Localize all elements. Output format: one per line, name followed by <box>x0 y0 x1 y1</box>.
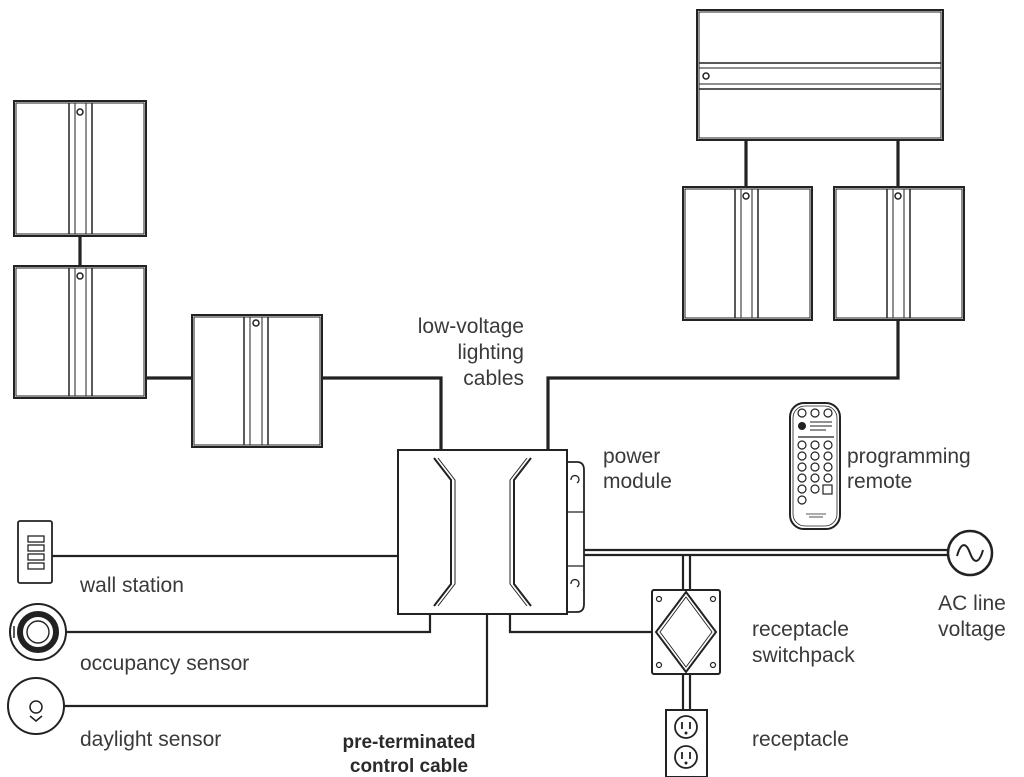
label-pre-terminated: pre-terminated <box>342 732 475 753</box>
ac-line-voltage-label: AC line voltage <box>938 592 1006 641</box>
low-voltage-lighting-cables <box>78 140 900 450</box>
daylight-sensor-label: daylight sensor <box>80 728 221 751</box>
label-switchpack: switchpack <box>752 644 855 667</box>
pre-terminated-control-cable-label: pre-terminated control cable <box>342 732 475 777</box>
remote-control-icon <box>789 402 841 530</box>
keypad-icon <box>17 520 53 584</box>
label-voltage: voltage <box>938 618 1006 641</box>
label-low-voltage: low-voltage <box>418 315 524 338</box>
occupancy-sensor-label: occupancy sensor <box>80 652 249 675</box>
ac-line-voltage-wiring <box>577 548 950 710</box>
receptacle-switchpack <box>651 589 721 675</box>
label-remote: remote <box>847 470 912 493</box>
label-lighting: lighting <box>457 341 524 364</box>
label-module: module <box>603 470 672 493</box>
label-ac-line: AC line <box>938 592 1006 615</box>
wall-station-label: wall station <box>79 574 184 597</box>
power-module-label: power module <box>603 445 672 493</box>
duplex-outlet-icon <box>665 709 708 777</box>
light-fixture-right-2 <box>833 186 965 321</box>
label-cables: cables <box>463 367 524 390</box>
receptacle-switchpack-label: receptacle switchpack <box>752 618 855 667</box>
control-cables <box>52 554 652 708</box>
daylight-sensor-icon <box>7 677 65 735</box>
label-control-cable: control cable <box>350 756 468 777</box>
label-power: power <box>603 445 660 468</box>
light-fixture-center <box>191 314 323 448</box>
label-programming: programming <box>847 445 971 468</box>
low-voltage-cables-label: low-voltage lighting cables <box>418 315 524 390</box>
light-fixture-right-1 <box>682 186 813 321</box>
occupancy-sensor-icon <box>9 603 67 661</box>
light-fixture-left-top <box>13 100 147 237</box>
light-fixture-left-bottom <box>13 265 147 399</box>
receptacle-label: receptacle <box>752 728 849 751</box>
power-module <box>397 449 585 615</box>
sine-wave-circle-icon <box>946 529 994 577</box>
programming-remote-label: programming remote <box>847 445 971 493</box>
linear-light-fixture <box>696 9 944 141</box>
label-receptacle-sp: receptacle <box>752 618 849 641</box>
